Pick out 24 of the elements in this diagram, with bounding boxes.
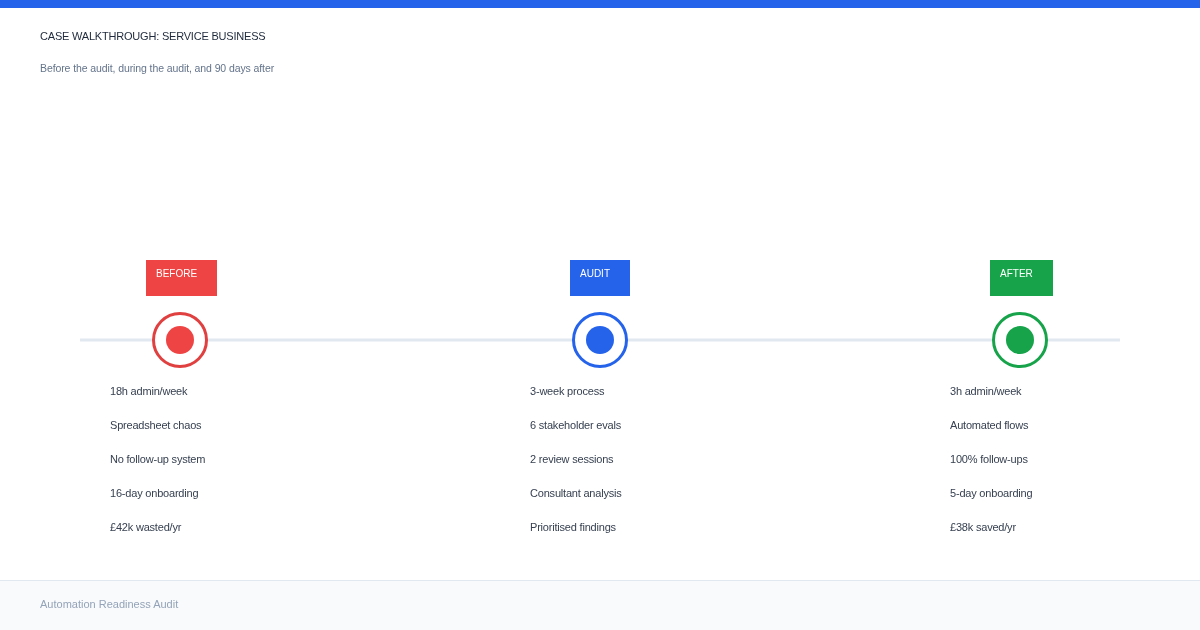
stat-text: Prioritised findings: [530, 520, 617, 534]
phase-tag: AFTER: [990, 260, 1053, 296]
phase-tag: BEFORE: [146, 260, 218, 296]
stat-text: 6 stakeholder evals: [530, 418, 622, 432]
subtitle: Before the audit, during the audit, and 90 days after: [40, 62, 275, 75]
phase-tag: AUDIT: [570, 260, 630, 296]
stat-text: 3h admin/week: [950, 384, 1023, 398]
title: CASE WALKTHROUGH: SERVICE BUSINESS: [40, 30, 266, 43]
stat-text: 16-day onboarding: [110, 486, 200, 500]
stat-text: 5-day onboarding: [950, 486, 1033, 500]
milestone-marker: [992, 312, 1048, 368]
stat-text: £42k wasted/yr: [110, 520, 183, 534]
stat-text: Automated flows: [950, 418, 1030, 432]
stat-text: 18h admin/week: [110, 384, 189, 398]
stat-text: Consultant analysis: [530, 486, 622, 500]
stat-text: Spreadsheet chaos: [110, 418, 203, 432]
stat-text: 2 review sessions: [530, 452, 615, 466]
stat-text: 3-week process: [530, 384, 606, 398]
stat-text: 100% follow-ups: [950, 452, 1029, 466]
milestone-marker: [572, 312, 628, 368]
milestone-marker: [152, 312, 208, 368]
stat-text: No follow-up system: [110, 452, 206, 466]
footer-text: Automation Readiness Audit: [40, 598, 179, 611]
stat-text: £38k saved/yr: [950, 520, 1017, 534]
